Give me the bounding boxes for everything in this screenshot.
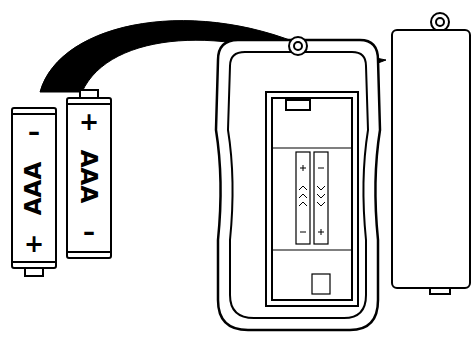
battery-band: [67, 103, 111, 105]
polarity-sign: +: [24, 232, 44, 256]
battery-type: AAA: [78, 149, 101, 202]
battery-terminal: [25, 268, 43, 276]
screw-hole: [294, 42, 302, 50]
cover-tab: [431, 13, 449, 31]
spring-contact: [312, 274, 330, 294]
cover-hole: [436, 18, 444, 26]
compartment-inner: [272, 98, 352, 300]
battery-band: [12, 261, 56, 263]
polarity-marks: [300, 165, 324, 235]
battery-band: [12, 113, 56, 115]
remote-outline: [216, 40, 380, 330]
battery-type: AAA: [23, 161, 46, 214]
polarity-sign: +: [79, 110, 99, 134]
battery-band: [67, 251, 111, 253]
rib: [272, 147, 352, 148]
battery-cover: [392, 30, 470, 288]
remote-inner-outline: [228, 52, 368, 318]
battery-compartment: [266, 92, 358, 306]
cover-hook: [430, 288, 450, 294]
rib: [272, 249, 352, 250]
battery-body: [12, 108, 56, 268]
battery-terminal: [80, 90, 98, 98]
polarity-marks: [299, 186, 325, 206]
latch: [286, 100, 310, 110]
battery-body: [67, 98, 111, 258]
polarity-sign: –: [83, 220, 95, 244]
screw-tab: [289, 37, 307, 55]
polarity-sign: –: [28, 120, 40, 144]
